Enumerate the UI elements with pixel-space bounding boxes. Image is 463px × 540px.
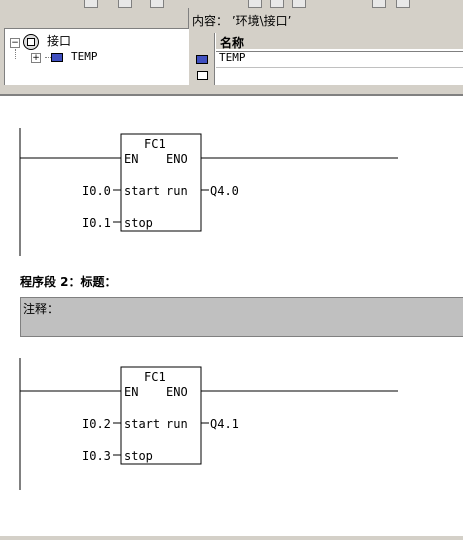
start-pin-2: start [124,417,161,431]
toolbar-button[interactable] [292,0,306,8]
operand-run-1[interactable]: Q4.0 [210,184,239,198]
interface-icon [23,34,39,50]
en-pin-1: EN [124,152,139,166]
interface-tree: − 接口 + TEMP [4,28,189,85]
pane-divider[interactable] [0,90,463,96]
toolbar-button[interactable] [270,0,284,8]
eno-pin-1: ENO [166,152,188,166]
toolbar-button[interactable] [248,0,262,8]
run-pin-2: run [166,417,188,431]
row-variable-icon [196,55,208,64]
tree-root-label[interactable]: 接口 [47,34,72,48]
toolbar-button[interactable] [84,0,98,8]
content-title: 内容： ’环境\接口’ [192,14,292,28]
toolbar-button[interactable] [372,0,386,8]
table-row[interactable]: TEMP [219,51,246,64]
run-pin-1: run [166,184,188,198]
column-header-label: 名称 [220,36,245,50]
block-name-1: FC1 [144,137,166,151]
ladder-diagram [19,128,398,490]
fc1-block-2[interactable] [120,366,202,465]
start-pin-1: start [124,184,161,198]
operand-run-2[interactable]: Q4.1 [210,417,239,431]
tree-child-label[interactable]: TEMP [71,50,98,63]
block-name-2: FC1 [144,370,166,384]
comment-label: 注释： [23,302,60,316]
collapse-toggle[interactable]: − [10,38,20,48]
toolbar-button[interactable] [118,0,132,8]
operand-start-1[interactable]: I0.0 [82,184,111,198]
fc1-block-1[interactable] [120,133,202,232]
toolbar-button[interactable] [396,0,410,8]
network-2-heading[interactable]: 程序段 2：标题： [20,275,117,289]
tree-header [4,8,189,28]
eno-pin-2: ENO [166,385,188,399]
toolbar [0,0,463,8]
operand-start-2[interactable]: I0.2 [82,417,111,431]
operand-stop-2[interactable]: I0.3 [82,449,111,463]
expand-toggle[interactable]: + [31,53,41,63]
operand-stop-1[interactable]: I0.1 [82,216,111,230]
stop-pin-1: stop [124,216,153,230]
toolbar-button[interactable] [150,0,164,8]
en-pin-2: EN [124,385,139,399]
column-header-name[interactable]: 名称 [216,33,463,50]
variable-icon [51,53,63,62]
stop-pin-2: stop [124,449,153,463]
network-2-comment[interactable]: 注释： [20,297,463,337]
new-row-icon[interactable] [197,71,208,80]
bottom-edge [0,536,463,540]
